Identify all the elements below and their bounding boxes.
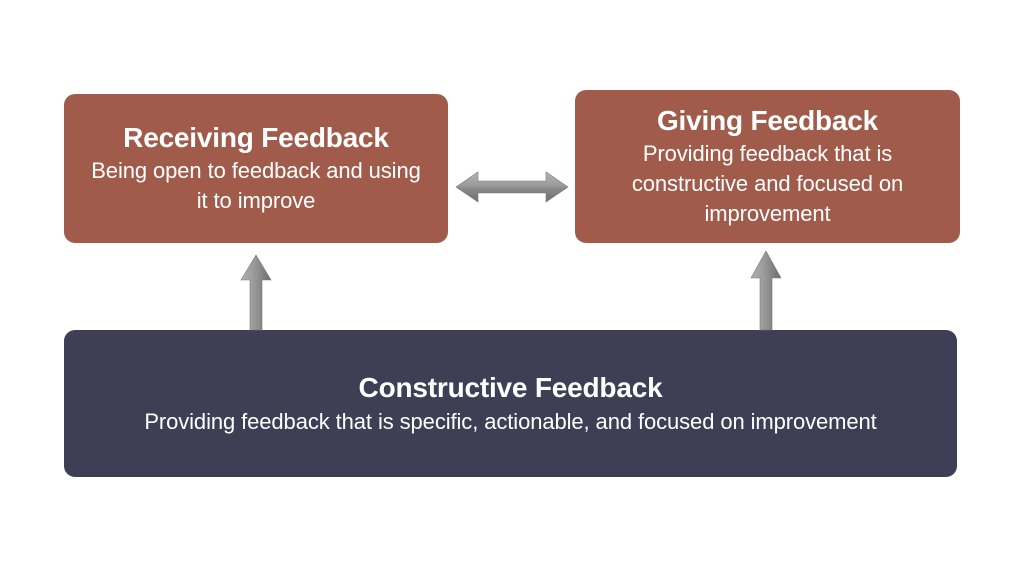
node-giving-title: Giving Feedback xyxy=(656,105,879,136)
node-constructive-description: Providing feedback that is specific, act… xyxy=(144,408,877,434)
node-receiving-description: Being open to feedback and using it to i… xyxy=(91,158,421,213)
node-constructive-title: Constructive Feedback xyxy=(358,371,663,403)
node-constructive-feedback[interactable]: Constructive Feedback Providing feedback… xyxy=(64,330,957,477)
arrow-up-icon xyxy=(750,250,782,331)
node-giving-feedback[interactable]: Giving Feedback Providing feedback that … xyxy=(575,90,960,243)
double-headed-arrow-icon xyxy=(455,171,569,203)
node-giving-description: Providing feedback that is constructive … xyxy=(631,141,904,226)
arrow-up-icon xyxy=(240,254,272,331)
node-receiving-feedback[interactable]: Receiving Feedback Being open to feedbac… xyxy=(64,94,448,243)
node-receiving-title: Receiving Feedback xyxy=(123,122,389,153)
